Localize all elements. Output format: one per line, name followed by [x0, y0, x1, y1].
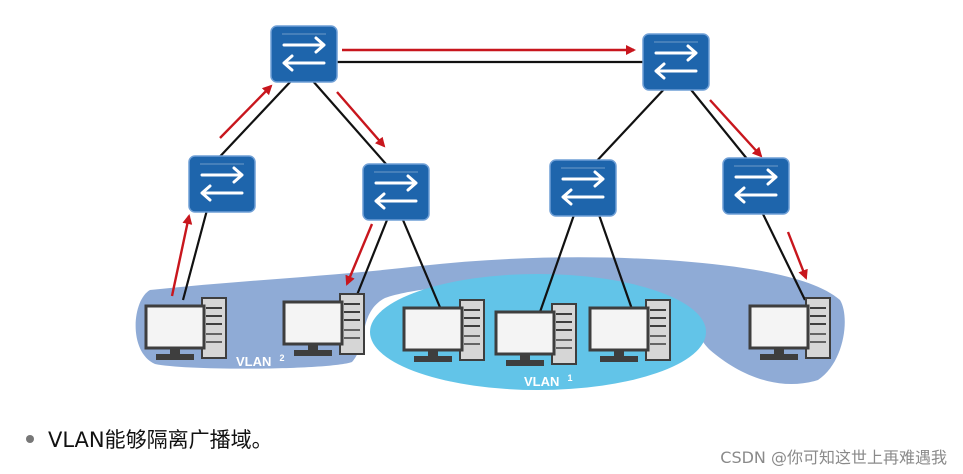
caption: VLAN能够隔离广播域。	[26, 424, 273, 454]
vlan-2-label: VLAN 2	[236, 351, 285, 370]
bullet-dot	[26, 435, 34, 443]
switch-access-4	[721, 156, 791, 216]
vlan-1-label: VLAN 1	[524, 371, 573, 390]
switch-core-right	[641, 32, 711, 92]
switch-core-left	[269, 24, 339, 84]
watermark: CSDN @你可知这世上再难遇我	[720, 448, 947, 467]
switch-access-1	[187, 154, 257, 214]
caption-text: VLAN能够隔离广播域。	[48, 428, 273, 452]
switch-access-2	[361, 162, 431, 222]
broadcast-arrows	[170, 45, 808, 297]
network-diagram: VLAN 2 VLAN 1	[135, 24, 845, 390]
switch-access-3	[548, 158, 618, 218]
link-lines	[181, 60, 806, 313]
